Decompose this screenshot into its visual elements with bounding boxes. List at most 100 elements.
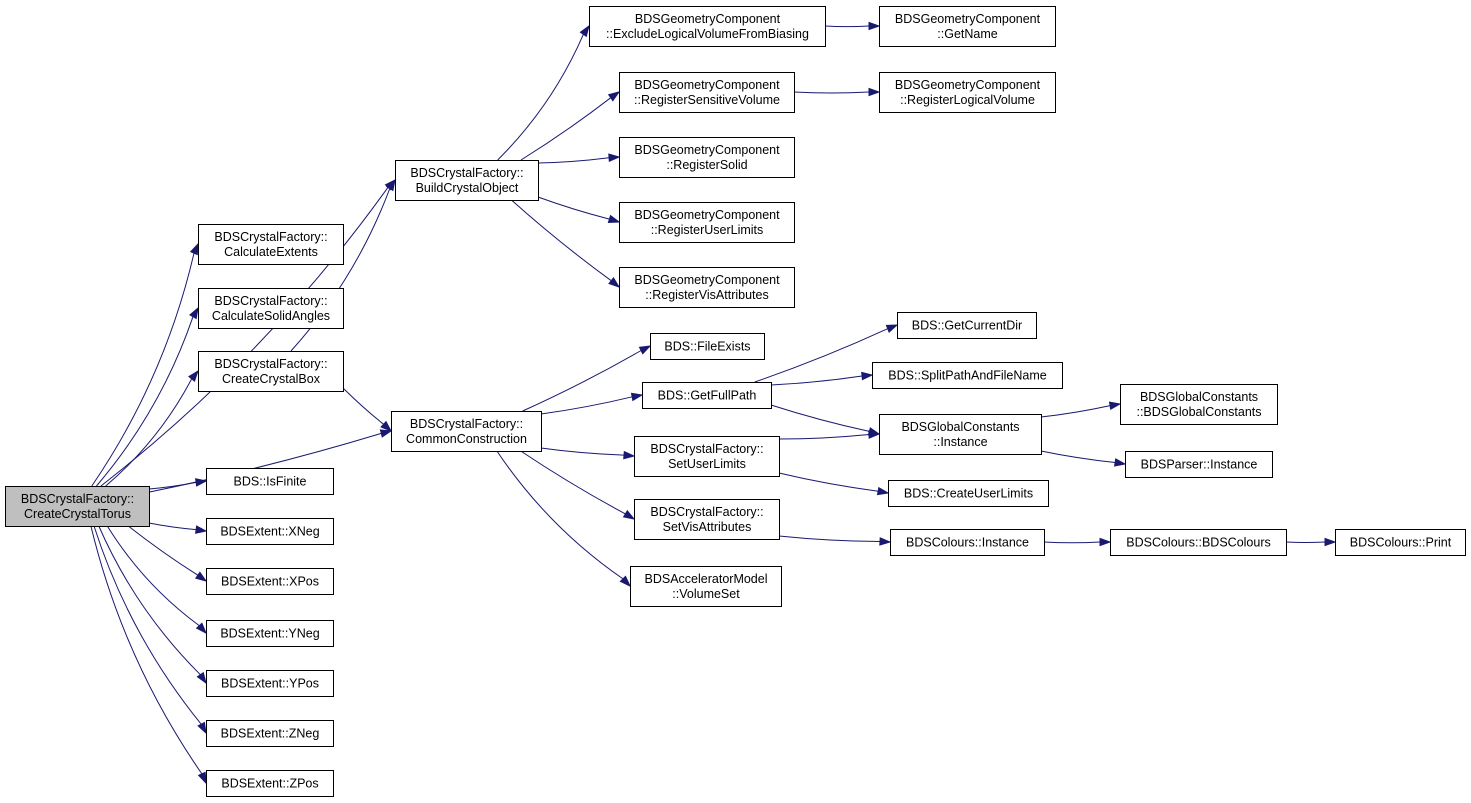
edge-common_construction-to-volume_set xyxy=(496,450,632,588)
node-split-path[interactable]: BDS::SplitPathAndFileName xyxy=(872,362,1063,389)
node-box xyxy=(619,137,795,178)
arrowhead xyxy=(385,178,396,192)
node-box xyxy=(879,72,1056,113)
node-box xyxy=(619,267,795,308)
arrowhead xyxy=(195,622,207,635)
node-box xyxy=(206,720,334,747)
node-label-line: BDSCrystalFactory:: xyxy=(650,442,763,456)
arrowhead xyxy=(1324,537,1337,547)
arrowhead xyxy=(623,450,636,460)
node-label-line: BuildCrystalObject xyxy=(416,181,519,195)
node-label-line: BDS::FileExists xyxy=(664,340,750,354)
node-file-exists[interactable]: BDS::FileExists xyxy=(650,333,765,360)
node-box xyxy=(395,160,539,201)
node-reg-logical[interactable]: BDSGeometryComponent::RegisterLogicalVol… xyxy=(879,72,1056,113)
node-reg-user-limits[interactable]: BDSGeometryComponent::RegisterUserLimits xyxy=(619,202,795,243)
edge-line xyxy=(148,481,197,490)
node-label-line: BDSColours::BDSColours xyxy=(1126,536,1271,550)
node-global-instance[interactable]: BDSGlobalConstants::Instance xyxy=(879,414,1042,455)
edge-line xyxy=(1040,450,1116,463)
node-label-line: ::VolumeSet xyxy=(672,587,740,601)
node-colours-instance[interactable]: BDSColours::Instance xyxy=(890,529,1045,556)
arrowhead xyxy=(619,575,632,588)
node-label-line: BDS::GetFullPath xyxy=(658,389,757,403)
arrowhead xyxy=(1099,537,1112,547)
node-set-vis[interactable]: BDSCrystalFactory::SetVisAttributes xyxy=(634,499,780,540)
node-build-object[interactable]: BDSCrystalFactory::BuildCrystalObject xyxy=(395,160,539,201)
node-yneg[interactable]: BDSExtent::YNeg xyxy=(206,620,334,647)
node-label-line: CreateCrystalTorus xyxy=(24,507,131,521)
node-label-line: BDSGeometryComponent xyxy=(634,208,780,222)
edge-line xyxy=(770,375,863,386)
edge-common_construction-to-set_vis xyxy=(520,450,636,520)
node-box xyxy=(206,518,334,545)
edge-line xyxy=(106,525,200,627)
edge-line xyxy=(1043,541,1101,544)
node-volume-set[interactable]: BDSAcceleratorModel::VolumeSet xyxy=(630,566,782,607)
node-set-user-limits[interactable]: BDSCrystalFactory::SetUserLimits xyxy=(634,436,780,477)
node-calc-solid-angles[interactable]: BDSCrystalFactory::CalculateSolidAngles xyxy=(198,288,344,329)
arrowhead xyxy=(197,771,207,785)
edge-get_full_path-to-get_current_dir xyxy=(754,324,899,383)
arrowhead xyxy=(195,478,208,487)
edge-get_full_path-to-global_instance xyxy=(770,404,881,436)
edge-create_torus-to-xpos xyxy=(127,525,208,582)
node-exclude-lv[interactable]: BDSGeometryComponent::ExcludeLogicalVolu… xyxy=(589,6,826,47)
node-create-user-limits[interactable]: BDS::CreateUserLimits xyxy=(888,480,1049,507)
edge-line xyxy=(496,450,624,580)
node-xpos[interactable]: BDSExtent::XPos xyxy=(206,568,334,595)
arrowhead xyxy=(868,21,881,31)
node-zpos[interactable]: BDSExtent::ZPos xyxy=(206,770,334,797)
node-ypos[interactable]: BDSExtent::YPos xyxy=(206,670,334,697)
node-box xyxy=(872,362,1063,389)
node-get-current-dir[interactable]: BDS::GetCurrentDir xyxy=(897,312,1037,339)
node-box xyxy=(630,566,782,607)
edge-build_object-to-reg_user_limits xyxy=(537,196,621,224)
node-reg-solid[interactable]: BDSGeometryComponent::RegisterSolid xyxy=(619,137,795,178)
node-calc-extents[interactable]: BDSCrystalFactory::CalculateExtents xyxy=(198,224,344,265)
node-box xyxy=(206,620,334,647)
edge-line xyxy=(105,378,193,487)
node-global-ctor[interactable]: BDSGlobalConstants::BDSGlobalConstants xyxy=(1120,384,1278,425)
arrowhead xyxy=(868,87,881,97)
node-reg-vis[interactable]: BDSGeometryComponent::RegisterVisAttribu… xyxy=(619,267,795,308)
arrowhead xyxy=(607,91,621,102)
node-colours-ctor[interactable]: BDSColours::BDSColours xyxy=(1110,529,1287,556)
node-is-finite[interactable]: BDS::IsFinite xyxy=(206,468,334,495)
edge-line xyxy=(537,196,610,220)
node-box xyxy=(1120,384,1278,425)
node-create-box[interactable]: BDSCrystalFactory::CreateCrystalBox xyxy=(198,351,344,392)
node-label-line: BDSGlobalConstants xyxy=(901,420,1019,434)
arrowhead xyxy=(194,571,208,582)
node-label-line: BDSCrystalFactory:: xyxy=(650,505,763,519)
node-label-line: BDSColours::Instance xyxy=(906,536,1029,550)
edge-create_torus-to-zpos xyxy=(90,525,207,785)
edge-common_construction-to-set_user_limits xyxy=(540,447,636,460)
node-reg-sensitive[interactable]: BDSGeometryComponent::RegisterSensitiveV… xyxy=(619,72,795,113)
node-zneg[interactable]: BDSExtent::ZNeg xyxy=(206,720,334,747)
node-label-line: BDS::SplitPathAndFileName xyxy=(888,369,1046,383)
edge-line xyxy=(778,535,881,542)
node-parser-instance[interactable]: BDSParser::Instance xyxy=(1125,451,1273,478)
arrowhead xyxy=(608,277,621,288)
edge-set_vis-to-colours_instance xyxy=(778,535,892,546)
node-get-name[interactable]: BDSGeometryComponent::GetName xyxy=(879,6,1056,47)
node-label-line: BDSGeometryComponent xyxy=(635,12,781,26)
edge-global_instance-to-parser_instance xyxy=(1040,450,1127,467)
arrowhead xyxy=(885,324,899,333)
node-label-line: BDSGeometryComponent xyxy=(634,273,780,287)
node-common-construction[interactable]: BDSCrystalFactory::CommonConstruction xyxy=(391,411,542,452)
node-label-line: BDSCrystalFactory:: xyxy=(214,357,327,371)
arrowhead xyxy=(1113,458,1127,467)
node-box xyxy=(634,499,780,540)
node-box xyxy=(1125,451,1273,478)
node-get-full-path[interactable]: BDS::GetFullPath xyxy=(642,382,772,409)
node-xneg[interactable]: BDSExtent::XNeg xyxy=(206,518,334,545)
node-label-line: ::ExcludeLogicalVolumeFromBiasing xyxy=(606,27,809,41)
node-box xyxy=(634,436,780,477)
node-colours-print[interactable]: BDSColours::Print xyxy=(1335,529,1466,556)
edge-line xyxy=(511,199,612,282)
node-label-line: BDSParser::Instance xyxy=(1141,458,1258,472)
edge-get_full_path-to-split_path xyxy=(770,371,874,386)
edge-build_object-to-reg_sensitive xyxy=(520,91,621,161)
